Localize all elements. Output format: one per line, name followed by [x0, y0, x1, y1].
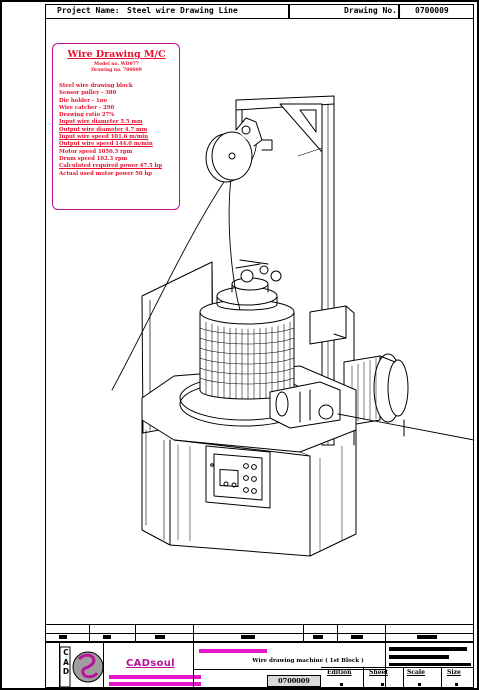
spec-title: Wire Drawing M/C — [67, 49, 166, 60]
tb-mark — [389, 655, 449, 659]
tb-rule — [45, 633, 474, 634]
tb-rule — [193, 642, 194, 689]
spec-line: Die holder - 1no — [59, 97, 108, 104]
tb-mark — [313, 635, 323, 639]
scale-label: Scale — [407, 669, 425, 676]
spec-line: Calculated required power 47.5 hp — [59, 163, 163, 170]
tb-mark — [103, 635, 111, 639]
tb-mark — [389, 647, 467, 651]
spec-model: Model no. WD077 — [94, 62, 139, 67]
tb-rule — [403, 667, 404, 689]
tb-rule — [385, 625, 386, 642]
spec-line: Drum speed 102.3 rpm — [59, 155, 128, 162]
tb-rule — [321, 667, 474, 668]
tb-rule — [89, 625, 90, 642]
title-drawing-number: 0700009 — [267, 675, 321, 687]
inner-frame — [45, 4, 474, 688]
company-name: CADsoul — [126, 658, 175, 669]
edition-label: Edition — [327, 669, 352, 676]
tb-rule — [193, 669, 385, 670]
project-name: Steel wire Drawing Line — [127, 6, 238, 15]
drawing-title: Wire drawing machine ( 1st Block ) — [252, 658, 364, 664]
tb-rule — [45, 641, 474, 643]
spec-box: Wire Drawing M/C Model no. WD077 Drawing… — [52, 43, 180, 210]
tb-mark — [59, 635, 67, 639]
tb-mark — [417, 635, 437, 639]
tb-mark — [389, 663, 471, 666]
drawing-label: Drawing No.: — [344, 6, 402, 15]
spec-line: Steel wire drawing block — [59, 83, 133, 89]
size-value-mark — [455, 683, 458, 686]
spec-line: Drawing ratio 27% — [59, 112, 115, 119]
tb-rule — [441, 667, 442, 689]
spec-line: Input wire speed 101.6 m/min — [59, 134, 149, 141]
sheet-label: Sheet — [369, 669, 389, 676]
tb-rule — [193, 625, 194, 642]
sheet-value-mark — [381, 683, 384, 686]
machine-drawing — [111, 95, 475, 557]
tb-rule — [363, 667, 364, 689]
tb-rule — [337, 625, 338, 642]
spec-line: Motor speed 1050.3 rpm — [59, 148, 133, 155]
header-divider — [288, 4, 290, 18]
size-label: Size — [447, 669, 461, 676]
tb-mark — [241, 635, 255, 639]
scale-value-mark — [418, 683, 421, 686]
spec-line: Wire catcher - 290 — [59, 104, 115, 111]
spec-line: Actual used motor power 50 hp — [59, 170, 152, 177]
tb-rule — [303, 625, 304, 642]
spec-drawing-no: Drawing no. 700009 — [91, 68, 142, 73]
spec-list: Steel wire drawing block Sensor pulley -… — [59, 83, 174, 178]
tb-mark — [351, 635, 363, 639]
header-divider — [398, 4, 400, 18]
tb-magenta-bar — [109, 675, 201, 679]
edition-value-mark — [340, 683, 343, 686]
tb-rule — [385, 642, 386, 689]
tb-mark — [155, 635, 165, 639]
spec-line: Output wire diameter 4.7 mm — [59, 126, 148, 133]
project-label: Project Name: — [57, 6, 120, 15]
spec-line: Input wire diameter 5.5 mm — [59, 119, 143, 126]
drawing-number: 0700009 — [415, 6, 449, 15]
tb-magenta-bar — [109, 682, 201, 686]
header-strip: Project Name: Steel wire Drawing Line Dr… — [45, 4, 474, 19]
cadsoul-logo — [59, 646, 103, 688]
tb-rule — [135, 625, 136, 642]
spec-line: Sensor pulley - 380 — [59, 90, 117, 97]
spec-line: Output wire speed 144.0 m/min — [59, 141, 153, 148]
tb-rule — [103, 642, 104, 689]
tb-magenta-bar — [199, 649, 267, 653]
